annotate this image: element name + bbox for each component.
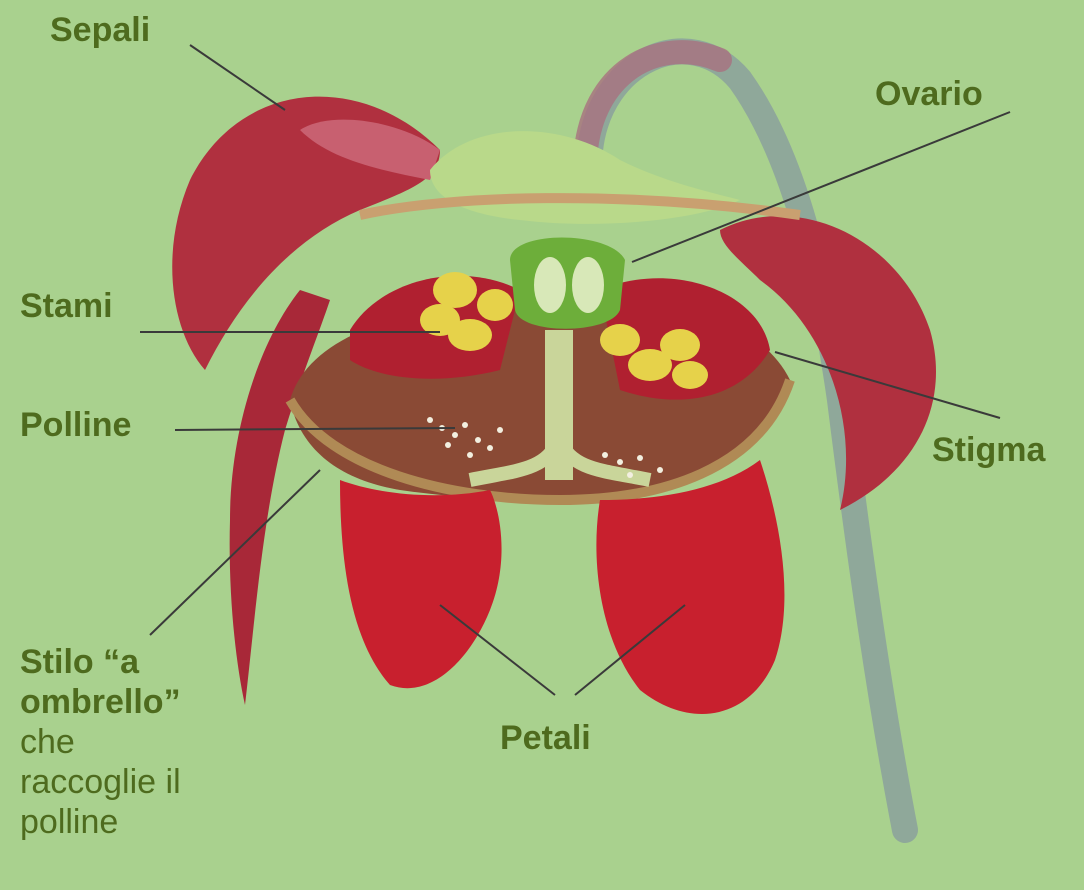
top-bract <box>430 131 740 224</box>
label-stigma: Stigma <box>932 430 1045 470</box>
label-petali: Petali <box>500 718 591 758</box>
ovary <box>510 238 625 329</box>
label-stami: Stami <box>20 286 113 326</box>
label-stilo: Stilo “a ombrello” <box>20 642 250 722</box>
ovary-locule-right <box>572 257 604 313</box>
stem-top-red <box>585 52 720 160</box>
petal-left <box>340 480 502 688</box>
label-stilo-note: che raccoglie il polline <box>20 722 220 842</box>
label-ovario: Ovario <box>875 74 983 114</box>
ovary-locule-left <box>534 257 566 313</box>
label-sepali: Sepali <box>50 10 150 50</box>
label-polline: Polline <box>20 405 131 445</box>
leader-sepali <box>190 45 285 110</box>
